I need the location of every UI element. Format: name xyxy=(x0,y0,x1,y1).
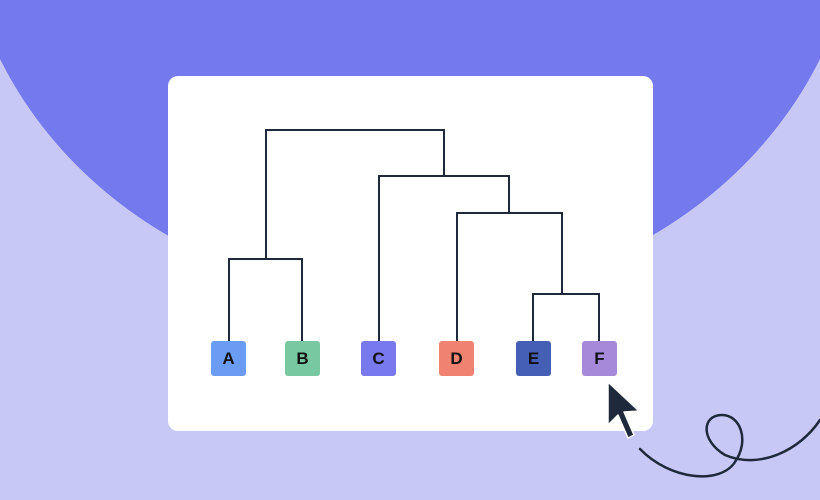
leaf-node-e[interactable]: E xyxy=(516,341,551,376)
leaf-node-a[interactable]: A xyxy=(211,341,246,376)
squiggle-decoration xyxy=(638,413,820,478)
leaf-node-d[interactable]: D xyxy=(439,341,474,376)
dendrogram-card xyxy=(168,76,653,431)
leaf-node-f[interactable]: F xyxy=(582,341,617,376)
leaf-node-c[interactable]: C xyxy=(361,341,396,376)
leaf-node-b[interactable]: B xyxy=(285,341,320,376)
